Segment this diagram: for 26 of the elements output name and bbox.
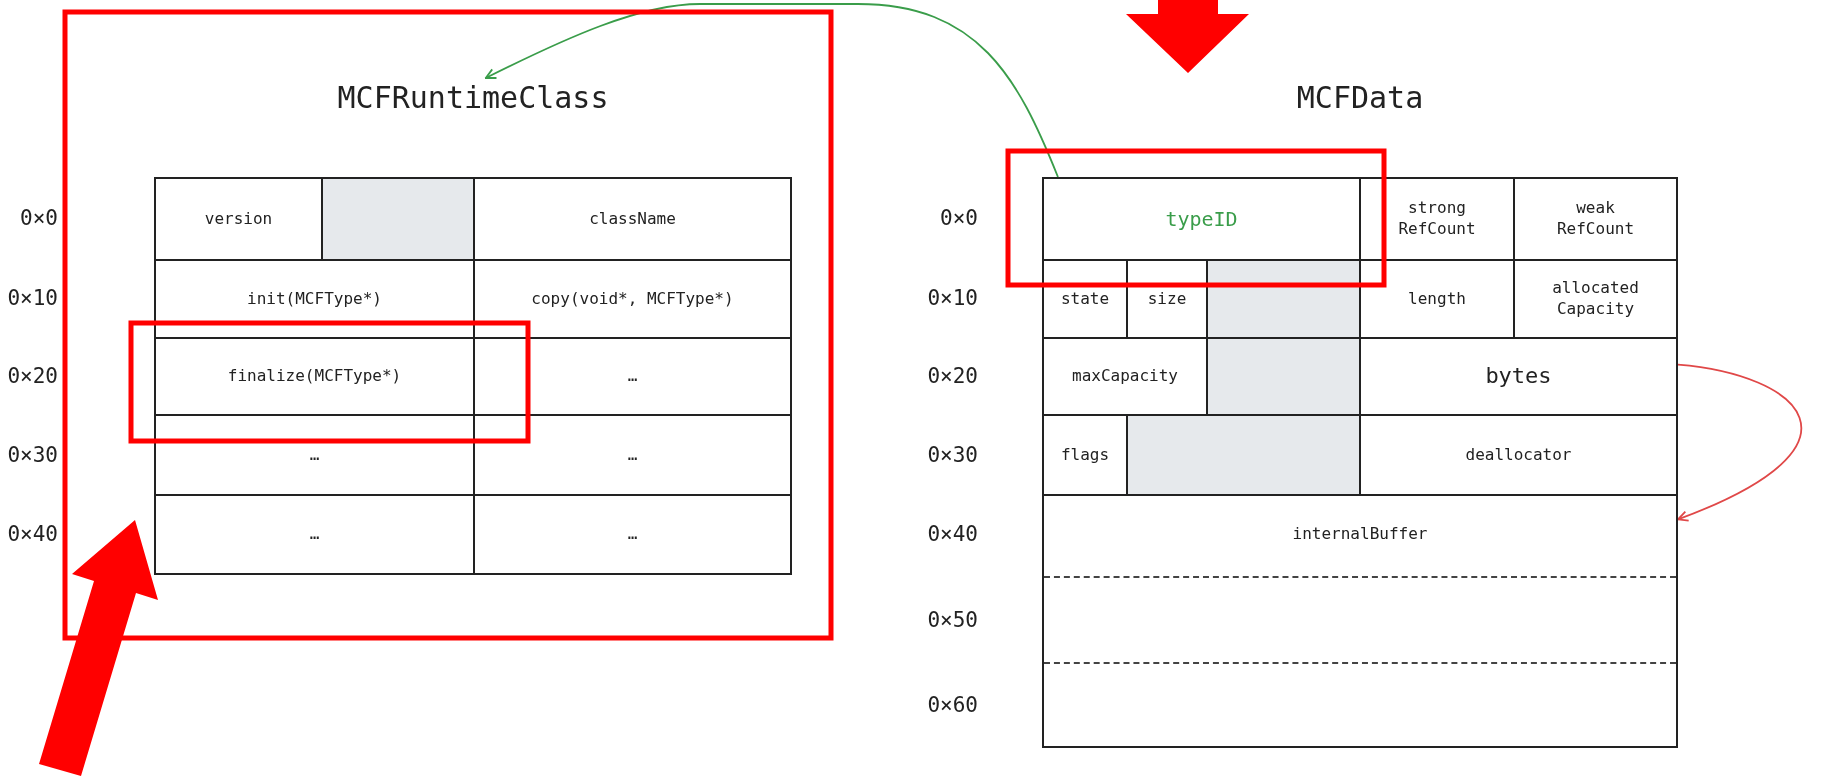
struct-field: weak RefCount: [1513, 177, 1678, 261]
address-offset: 0×20: [6, 363, 58, 389]
address-offset: 0×0: [939, 205, 978, 231]
padding-field: [1126, 414, 1361, 496]
arrow: [1677, 363, 1802, 522]
address-offset: 0×60: [926, 692, 978, 718]
struct-field: …: [473, 494, 792, 575]
address-offset: 0×50: [926, 607, 978, 633]
address-offset: 0×40: [6, 521, 58, 547]
address-offset: 0×30: [6, 442, 58, 468]
struct-field: version: [154, 177, 323, 261]
struct-field: className: [473, 177, 792, 261]
arrow: [484, 3, 1059, 178]
address-offset: 0×20: [926, 363, 978, 389]
struct-field: typeID: [1042, 177, 1361, 261]
struct-field: …: [154, 494, 475, 575]
address-offset: 0×10: [6, 285, 58, 311]
padding-field: [1206, 337, 1361, 416]
struct-title: MCFData: [1295, 79, 1425, 117]
struct-field: internalBuffer: [1042, 494, 1678, 748]
address-offset: 0×30: [926, 442, 978, 468]
address-offset: 0×0: [19, 205, 58, 231]
padding-field: [321, 177, 475, 261]
struct-title: MCFRuntimeClass: [336, 79, 610, 117]
address-offset: 0×10: [926, 285, 978, 311]
address-offset: 0×40: [926, 521, 978, 547]
